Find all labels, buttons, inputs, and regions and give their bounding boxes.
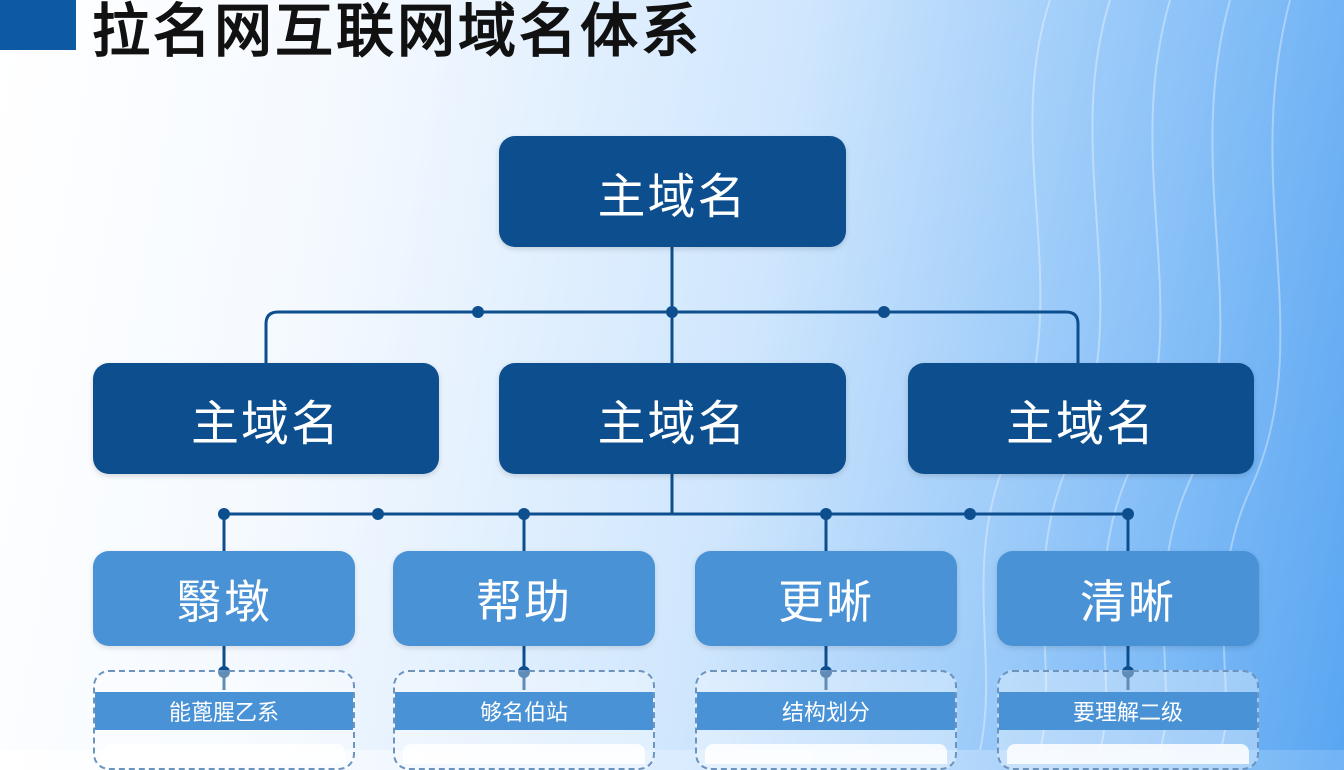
level2-node-right: 主域名 xyxy=(908,363,1254,474)
junction-dot xyxy=(1122,666,1134,678)
level2-node-center: 主域名 xyxy=(499,363,846,474)
junction-dot xyxy=(666,306,678,318)
junction-dot xyxy=(218,508,230,520)
level3-node-3: 更晰 xyxy=(695,551,957,646)
level2-node-label: 主域名 xyxy=(1005,395,1156,452)
detail-card-label: 能蓖腥乙系 xyxy=(95,692,353,730)
junction-dot xyxy=(472,306,484,318)
level3-node-label: 帮助 xyxy=(476,574,572,629)
junction-dot xyxy=(820,508,832,520)
level3-node-1: 翳墩 xyxy=(93,551,355,646)
detail-card-label: 要理解二级 xyxy=(999,692,1257,730)
junction-dot xyxy=(964,508,976,520)
detail-card-body xyxy=(403,744,645,764)
root-node-label: 主域名 xyxy=(597,168,748,225)
level3-node-label: 更晰 xyxy=(778,574,874,629)
page-title: 拉名网互联网域名体系 xyxy=(92,0,703,65)
junction-dot xyxy=(518,508,530,520)
level3-node-label: 翳墩 xyxy=(176,574,272,629)
junction-dot xyxy=(878,306,890,318)
detail-card-2: 够名伯站 xyxy=(393,670,655,770)
junction-dot xyxy=(1122,508,1134,520)
junction-dot xyxy=(372,508,384,520)
root-node: 主域名 xyxy=(499,136,846,247)
junction-dot xyxy=(518,666,530,678)
detail-card-body xyxy=(103,744,345,764)
detail-card-3: 结构划分 xyxy=(695,670,957,770)
detail-card-body xyxy=(705,744,947,764)
level2-node-label: 主域名 xyxy=(597,395,748,452)
detail-card-body xyxy=(1007,744,1249,764)
connector-lines xyxy=(218,247,1134,690)
level2-node-label: 主域名 xyxy=(190,395,341,452)
level3-node-2: 帮助 xyxy=(393,551,655,646)
junction-dot xyxy=(820,666,832,678)
level3-node-4: 清晰 xyxy=(997,551,1259,646)
title-accent-block xyxy=(0,0,76,50)
detail-card-label: 够名伯站 xyxy=(395,692,653,730)
level3-node-label: 清晰 xyxy=(1080,574,1176,629)
level2-node-left: 主域名 xyxy=(93,363,439,474)
junction-dot xyxy=(218,666,230,678)
detail-card-label: 结构划分 xyxy=(697,692,955,730)
detail-card-1: 能蓖腥乙系 xyxy=(93,670,355,770)
detail-card-4: 要理解二级 xyxy=(997,670,1259,770)
